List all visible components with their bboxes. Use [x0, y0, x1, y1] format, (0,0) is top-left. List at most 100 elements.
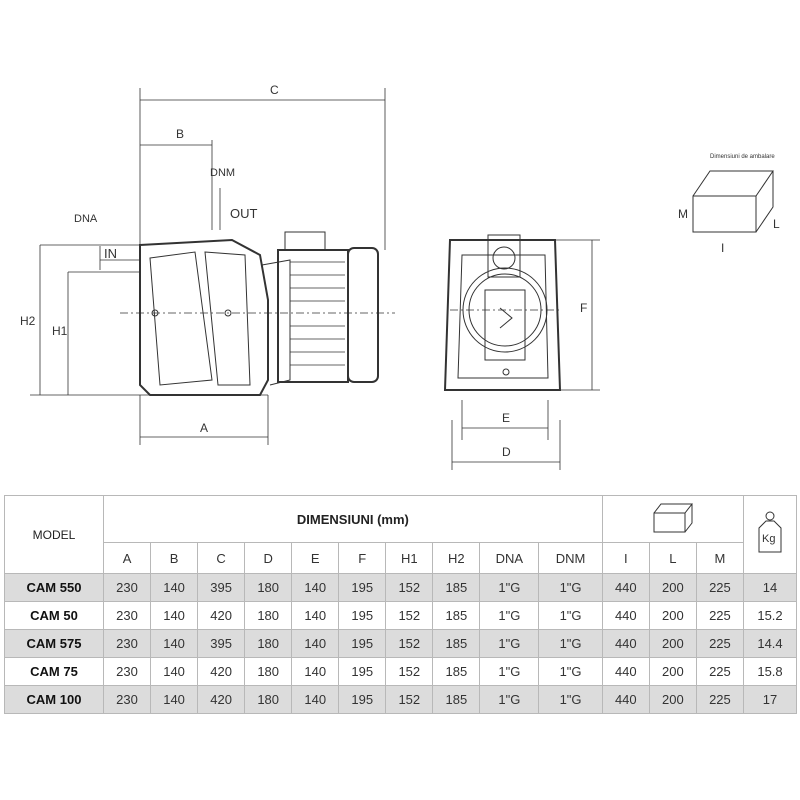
value-cell: 140	[291, 685, 340, 714]
value-cell: 140	[291, 573, 340, 602]
value-cell: 152	[385, 573, 434, 602]
value-cell: 440	[601, 629, 650, 658]
column-header-e: E	[291, 542, 340, 574]
model-cell: CAM 75	[4, 657, 104, 686]
model-cell: CAM 50	[4, 601, 104, 630]
value-cell: 230	[102, 573, 152, 602]
label-in: IN	[104, 246, 117, 261]
value-cell: 225	[695, 657, 745, 686]
package-label-m: M	[678, 207, 688, 221]
column-header-dnm: DNM	[538, 542, 603, 574]
column-header-dna: DNA	[479, 542, 540, 574]
package-header	[601, 495, 745, 543]
value-cell: 440	[601, 601, 650, 630]
value-cell: 195	[338, 685, 387, 714]
value-cell: 195	[338, 573, 387, 602]
value-cell: 200	[648, 601, 697, 630]
model-cell: CAM 575	[4, 629, 104, 658]
value-cell: 152	[385, 629, 434, 658]
value-cell: 230	[102, 601, 152, 630]
value-cell: 15.8	[743, 657, 797, 686]
package-icon	[653, 503, 693, 532]
value-cell: 225	[695, 601, 745, 630]
label-d: D	[502, 445, 511, 459]
value-cell: 17	[743, 685, 797, 714]
value-cell: 1"G	[538, 629, 603, 658]
package-label-i: I	[721, 241, 724, 255]
package-box-icon	[692, 170, 774, 233]
column-header-b: B	[150, 542, 199, 574]
value-cell: 195	[338, 657, 387, 686]
label-dnm: DNM	[210, 167, 235, 179]
value-cell: 14	[743, 573, 797, 602]
column-header-h1: H1	[385, 542, 434, 574]
value-cell: 420	[197, 601, 246, 630]
value-cell: 152	[385, 601, 434, 630]
value-cell: 180	[244, 685, 293, 714]
label-dna: DNA	[74, 213, 98, 225]
value-cell: 180	[244, 657, 293, 686]
value-cell: 185	[432, 629, 481, 658]
package-caption: Dimensiuni de ambalare	[710, 154, 775, 160]
model-header: MODEL	[4, 495, 104, 574]
value-cell: 185	[432, 601, 481, 630]
column-header-f: F	[338, 542, 387, 574]
label-h1: H1	[52, 324, 68, 338]
value-cell: 195	[338, 629, 387, 658]
value-cell: 1"G	[479, 601, 540, 630]
pump-front-view	[443, 234, 562, 391]
value-cell: 420	[197, 685, 246, 714]
value-cell: 1"G	[479, 685, 540, 714]
value-cell: 140	[150, 573, 199, 602]
value-cell: 140	[150, 657, 199, 686]
svg-text:Kg: Kg	[762, 533, 775, 545]
model-cell: CAM 100	[4, 685, 104, 714]
value-cell: 200	[648, 685, 697, 714]
value-cell: 140	[291, 657, 340, 686]
value-cell: 440	[601, 573, 650, 602]
value-cell: 420	[197, 657, 246, 686]
package-label-l: L	[773, 217, 780, 231]
label-h2: H2	[20, 314, 36, 328]
weight-icon: Kg	[758, 511, 782, 553]
value-cell: 15.2	[743, 601, 797, 630]
value-cell: 200	[648, 657, 697, 686]
value-cell: 1"G	[538, 573, 603, 602]
value-cell: 140	[291, 601, 340, 630]
value-cell: 1"G	[479, 573, 540, 602]
value-cell: 185	[432, 685, 481, 714]
value-cell: 140	[291, 629, 340, 658]
label-f: F	[580, 301, 587, 315]
column-header-h2: H2	[432, 542, 481, 574]
value-cell: 1"G	[479, 657, 540, 686]
dimensions-header: DIMENSIUNI (mm)	[103, 495, 603, 543]
dimension-lines	[30, 88, 600, 470]
value-cell: 225	[695, 573, 745, 602]
label-e: E	[502, 411, 510, 425]
value-cell: 180	[244, 573, 293, 602]
label-b: B	[176, 127, 184, 141]
column-header-l: L	[648, 542, 697, 574]
value-cell: 152	[385, 685, 434, 714]
value-cell: 440	[601, 685, 650, 714]
column-header-d: D	[244, 542, 293, 574]
value-cell: 200	[648, 573, 697, 602]
column-header-i: I	[601, 542, 650, 574]
value-cell: 395	[197, 629, 246, 658]
column-header-a: A	[102, 542, 152, 574]
value-cell: 140	[150, 601, 199, 630]
value-cell: 180	[244, 601, 293, 630]
label-a: A	[200, 421, 208, 435]
value-cell: 180	[244, 629, 293, 658]
value-cell: 14.4	[743, 629, 797, 658]
value-cell: 185	[432, 657, 481, 686]
value-cell: 1"G	[538, 685, 603, 714]
value-cell: 152	[385, 657, 434, 686]
value-cell: 140	[150, 629, 199, 658]
value-cell: 225	[695, 629, 745, 658]
